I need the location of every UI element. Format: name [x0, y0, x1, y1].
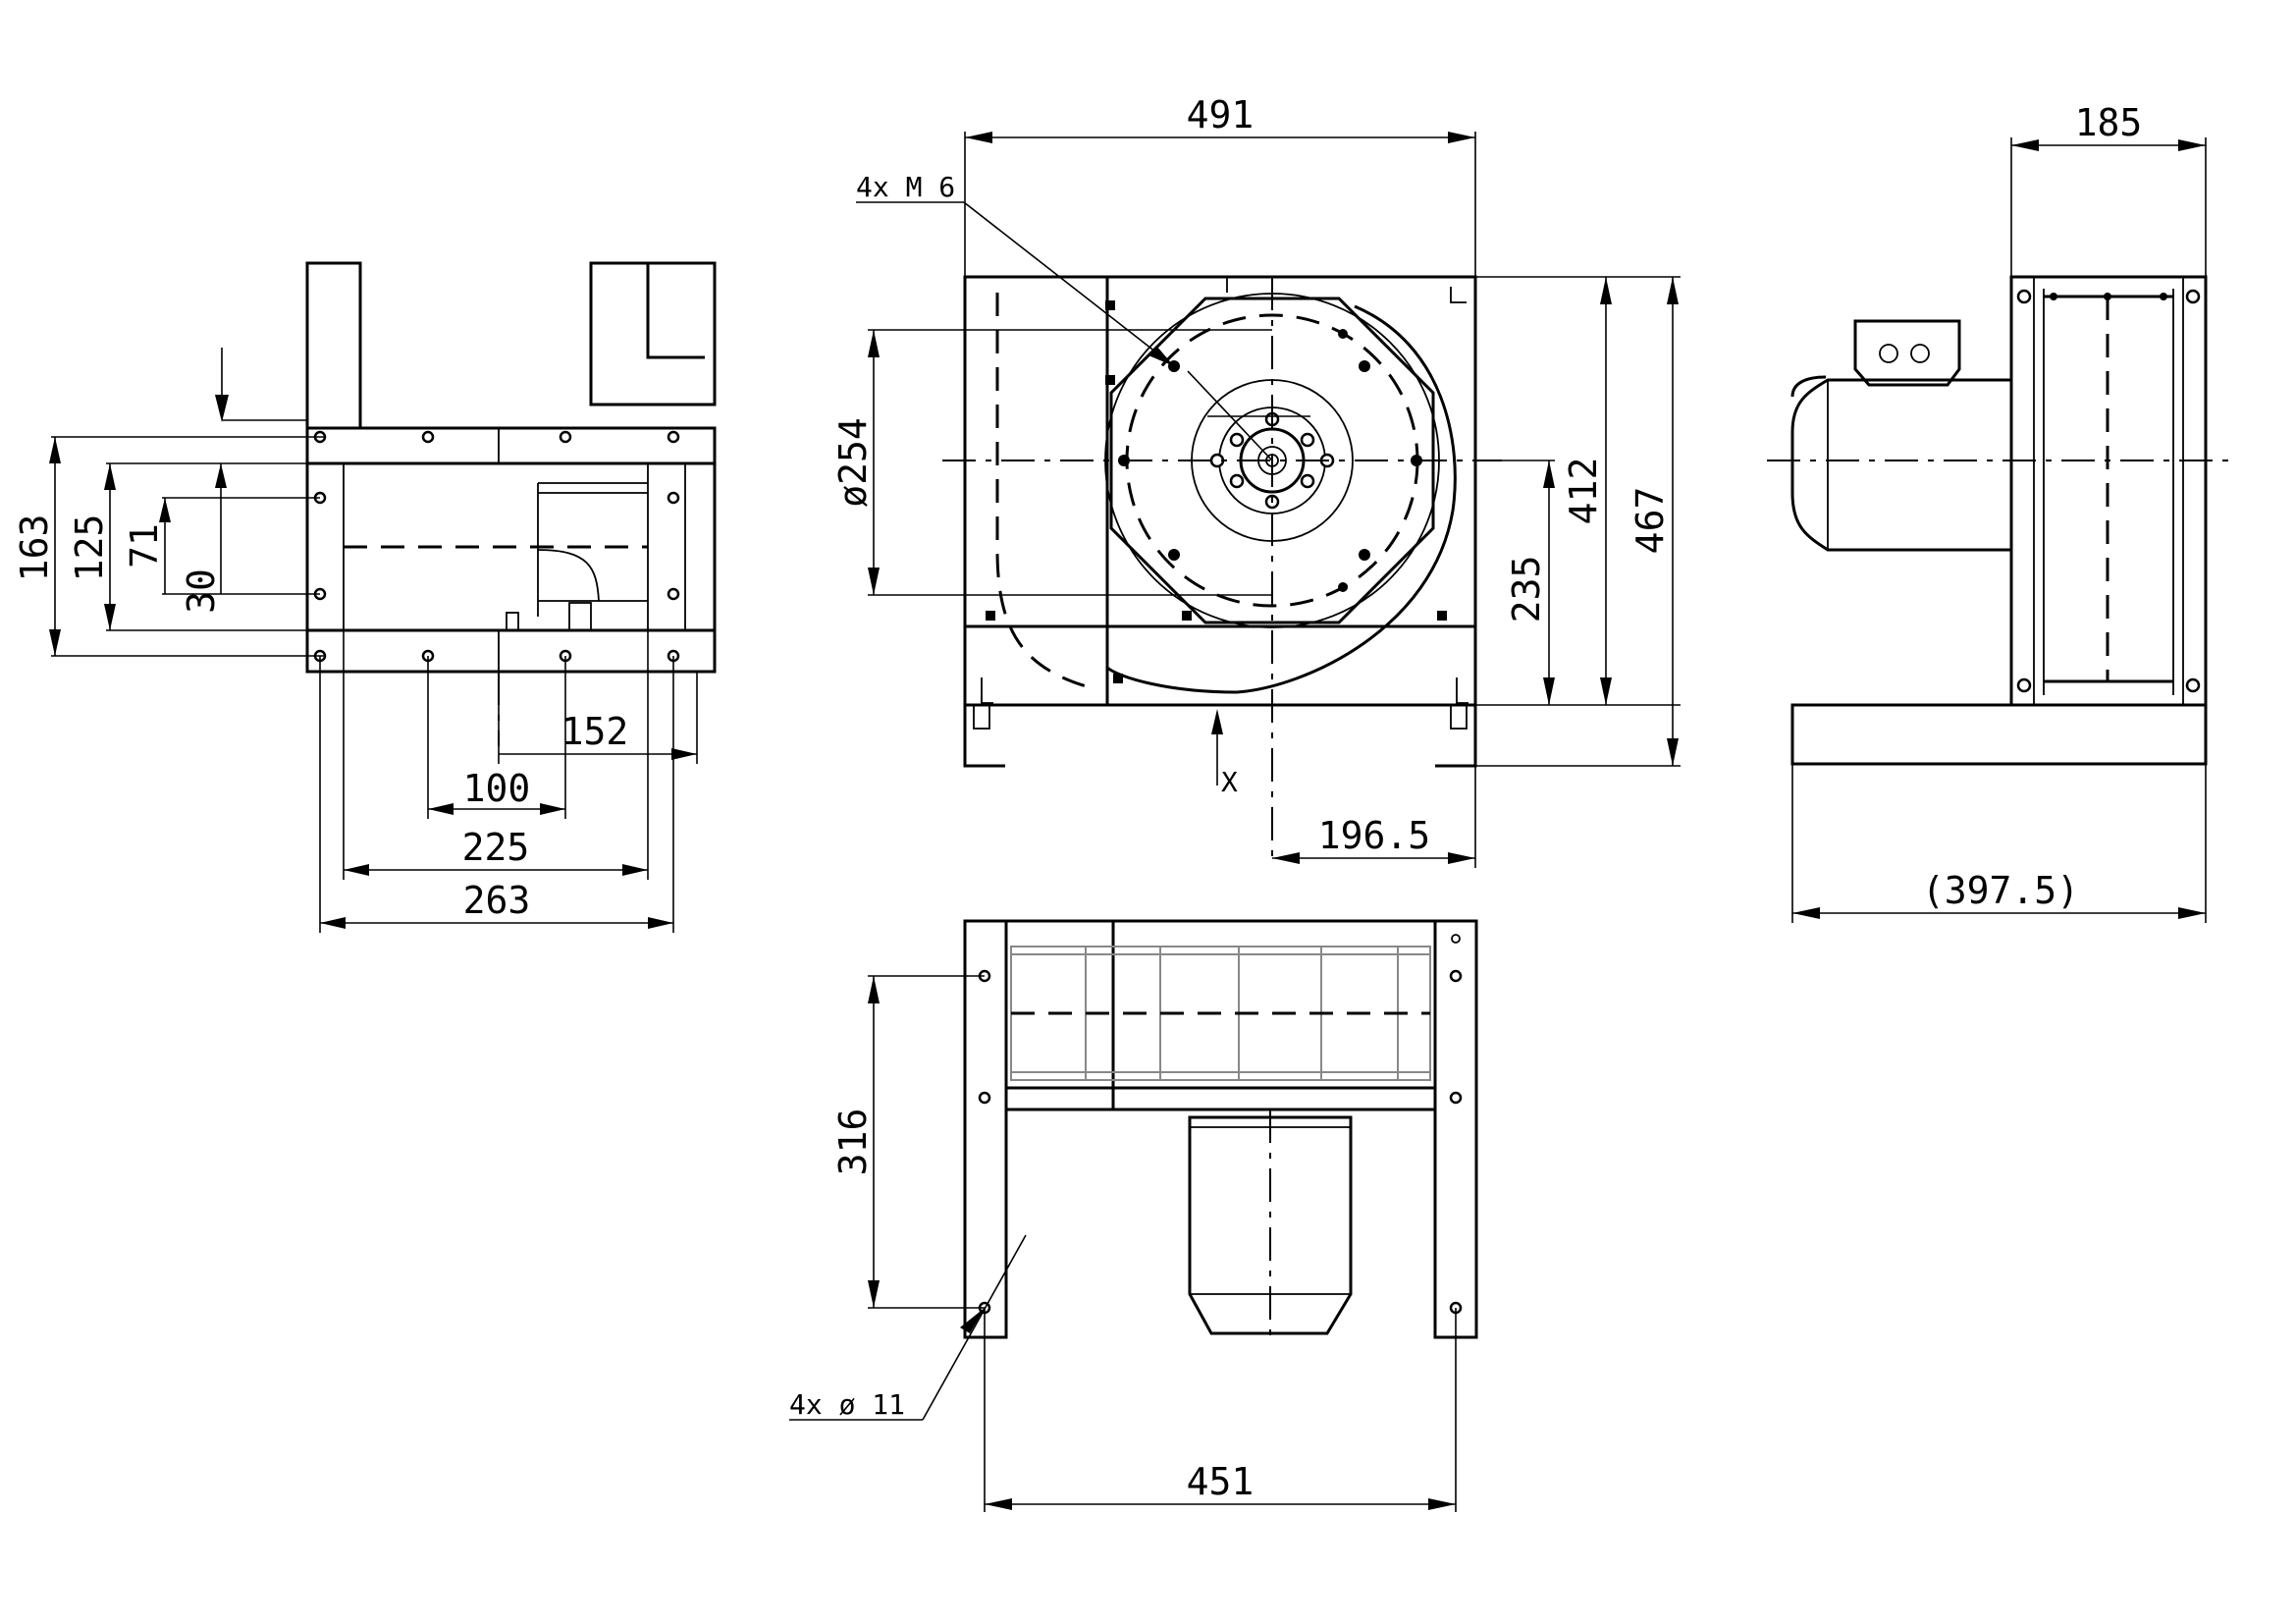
m6-bolt	[1359, 360, 1370, 372]
bottom-view: 316 4x ø 11 451	[789, 919, 1478, 1512]
front-view-frame	[963, 275, 1477, 707]
dimension-491: 491	[1187, 93, 1255, 136]
dimension-196-5: 196.5	[1318, 814, 1430, 857]
dimension-263: 263	[463, 879, 531, 922]
bottom-view-left-rail	[963, 919, 1008, 1339]
dimension-235: 235	[1505, 556, 1548, 623]
front-view: 491 4x M 6 ø254 412 467 235	[831, 93, 1681, 868]
volute-casing	[1106, 304, 1457, 694]
octagonal-plate	[1109, 297, 1435, 624]
m6-bolt	[1168, 549, 1180, 561]
right-view-terminal-box	[1853, 319, 1961, 387]
dimension-125: 125	[68, 514, 111, 582]
dimension-71: 71	[123, 523, 166, 568]
dimension-dia-254: ø254	[831, 417, 875, 508]
right-view-motor	[1790, 378, 2011, 552]
bottom-view-right-rail	[1433, 919, 1478, 1339]
left-view-top-flange	[305, 426, 717, 465]
dimension-412: 412	[1562, 458, 1605, 525]
dimension-100: 100	[463, 767, 531, 810]
mounting-hole	[559, 430, 572, 444]
dimension-397-5: (397.5)	[1922, 869, 2079, 912]
left-side-view: 163 125 71 30 152 100	[13, 261, 717, 933]
mounting-hole	[667, 430, 680, 444]
dimension-152: 152	[561, 710, 629, 753]
mounting-hole	[1449, 969, 1463, 983]
m6-bolt	[1359, 549, 1370, 561]
right-side-view: 185 (397.5)	[1767, 101, 2238, 923]
callout-4x-dia-11: 4x ø 11	[789, 1388, 905, 1421]
dimension-185: 185	[2075, 101, 2143, 144]
right-view-base	[1790, 703, 2208, 766]
left-view-bottom-flange	[305, 628, 717, 674]
dimension-316: 316	[831, 1109, 875, 1176]
front-view-feet	[963, 705, 1477, 768]
dimension-451: 451	[1187, 1460, 1255, 1503]
dimension-467: 467	[1629, 487, 1672, 555]
callout-4x-m6: 4x M 6	[856, 171, 955, 203]
dimension-163: 163	[13, 514, 56, 582]
dimension-30: 30	[180, 568, 223, 614]
view-label-x: X	[1221, 766, 1238, 798]
mounting-hole	[421, 430, 435, 444]
left-view-motor-block	[589, 261, 717, 406]
volute-scroll-hidden	[995, 293, 1091, 689]
left-view-terminal-block	[305, 261, 362, 430]
dimension-225: 225	[462, 826, 530, 869]
